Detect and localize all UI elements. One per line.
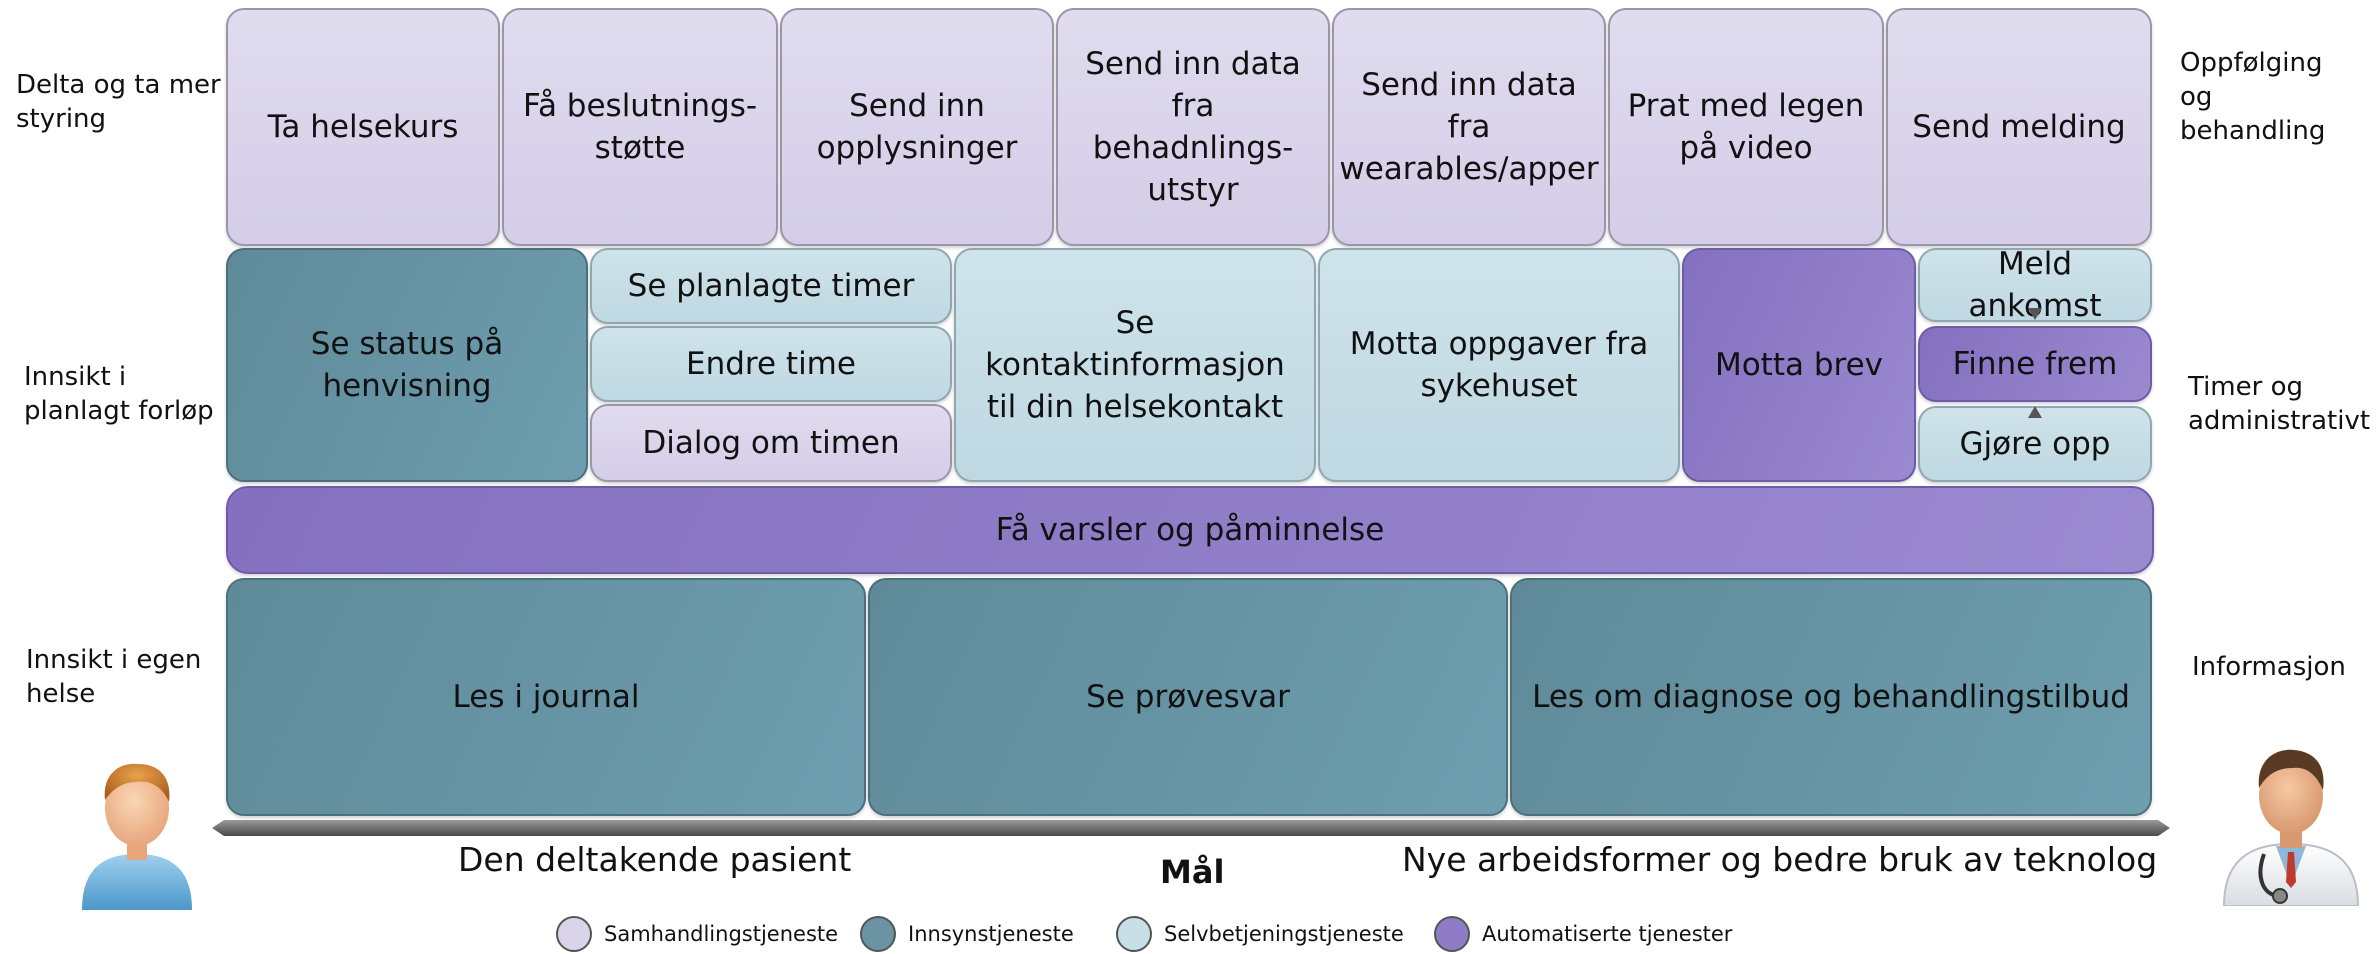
doctor-hair [2258,749,2324,790]
doctor-head [2259,758,2323,834]
doctor-icon [2222,749,2360,906]
legend-swatch-innsyn [860,916,896,952]
service-send-opplysninger: Send inn opplysninger [780,8,1054,246]
legend-swatch-automatisert [1434,916,1470,952]
service-endre-time: Endre time [590,326,952,402]
service-data-wearables: Send inn data fra wearables/apper [1332,8,1606,246]
service-video-lege: Prat med legen på video [1608,8,1884,246]
doctor-tie [2286,852,2296,888]
row-label-informasjon: Informasjon [2192,652,2346,682]
legend-automatisert: Automatiserte tjenester [1434,914,1732,954]
row-label-delta: Delta og ta mer styring [16,70,221,134]
arrow-down-icon [2028,308,2042,320]
patient-hair [104,763,170,802]
axis-label-left: Den deltakende pasient [458,840,852,879]
legend-label-samhandling: Samhandlingstjeneste [604,922,839,946]
legend-label-selvbetjening: Selvbetjeningstjeneste [1164,922,1404,946]
row-label-innsikt-helse: Innsikt i egen helse [26,645,202,709]
service-motta-brev: Motta brev [1682,248,1916,482]
service-planlagte-timer: Se planlagte timer [590,248,952,324]
legend-selvbetjening: Selvbetjeningstjeneste [1116,914,1404,954]
service-ta-helsekurs: Ta helsekurs [226,8,500,246]
service-se-provesvar: Se prøvesvar [868,578,1508,816]
service-diagnose-behandling: Les om diagnose og behandlingstilbud [1510,578,2152,816]
arrow-up-icon [2028,406,2042,418]
legend-samhandling: Samhandlingstjeneste [556,914,838,954]
service-dialog-timen: Dialog om timen [590,404,952,482]
axis-bar [212,820,2170,836]
row-label-timer: Timer og administrativt [2188,372,2371,436]
row-label-innsikt-planlagt: Innsikt i planlagt forløp [24,362,214,426]
legend-swatch-samhandling [556,916,592,952]
axis-label-middle: Mål [1160,853,1225,891]
service-kontaktinformasjon: Se kontaktinformasjon til din helsekonta… [954,248,1316,482]
patient-head [105,770,169,846]
patient-body [82,854,192,910]
service-send-melding: Send melding [1886,8,2152,246]
goal-axis [212,820,2170,836]
service-finne-frem: Finne frem [1918,326,2152,402]
service-beslutningsstotte: Få beslutnings- støtte [502,8,778,246]
service-varsler-paminnelse: Få varsler og påminnelse [226,486,2154,574]
legend-label-automatisert: Automatiserte tjenester [1482,922,1733,946]
patient-icon [82,763,192,910]
legend-label-innsyn: Innsynstjeneste [908,922,1074,946]
axis-label-right: Nye arbeidsformer og bedre bruk av tekno… [1402,840,2158,879]
service-oppgaver-sykehus: Motta oppgaver fra sykehuset [1318,248,1680,482]
service-status-henvisning: Se status på henvisning [226,248,588,482]
legend-innsyn: Innsynstjeneste [860,914,1074,954]
legend-swatch-selvbetjening [1116,916,1152,952]
service-data-behandlingsutstyr: Send inn data fra behadnlings- utstyr [1056,8,1330,246]
row-label-oppfolging: Oppfølging og behandling [2180,48,2326,146]
stethoscope-head-icon [2272,888,2288,904]
service-les-journal: Les i journal [226,578,866,816]
